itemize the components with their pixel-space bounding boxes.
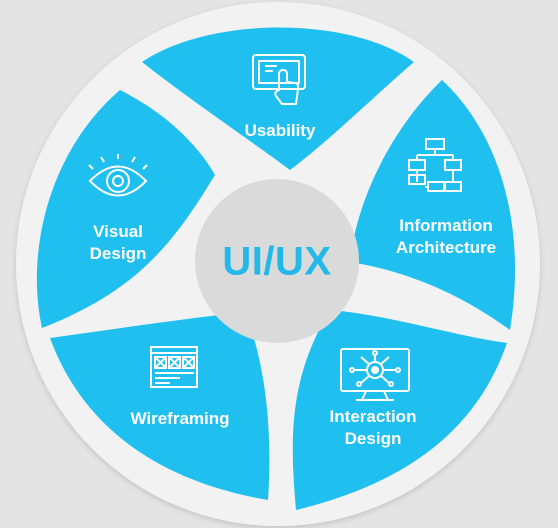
label-visual-design: Visual Design	[89, 222, 147, 263]
touch-tablet-icon	[252, 54, 306, 105]
sitemap-icon	[408, 138, 462, 192]
center-circle	[195, 179, 359, 343]
label-information-architecture: Information Architecture	[395, 216, 497, 257]
label-usability: Usability	[244, 121, 316, 140]
segment-interaction-design	[292, 310, 507, 510]
eye-icon	[88, 154, 148, 197]
segment-wireframing	[50, 312, 270, 500]
label-interaction-design: Interaction Design	[329, 407, 417, 448]
wireframe-layout-icon	[150, 346, 198, 388]
label-wireframing: Wireframing	[130, 409, 230, 428]
segment-visual-design	[36, 90, 215, 328]
center-title: UI/UX	[222, 239, 332, 284]
monitor-network-icon	[340, 348, 410, 401]
segment-information-architecture	[350, 80, 516, 330]
